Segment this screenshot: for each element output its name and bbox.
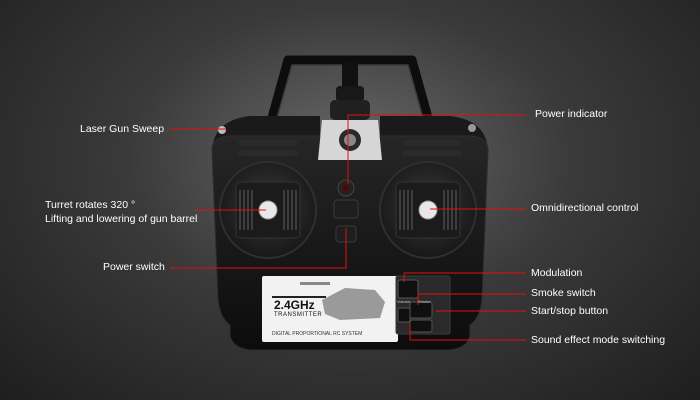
- callout-modulation: Modulation: [531, 267, 583, 279]
- control-buttons: [395, 275, 451, 335]
- right-gimbal: [379, 161, 477, 259]
- callout-omnidirectional-control: Omnidirectional control: [531, 202, 639, 214]
- volume-button-label: Volume: [397, 299, 411, 304]
- callout-lines: [170, 114, 526, 341]
- left-gimbal: [219, 161, 317, 259]
- callout-turret-rotates: Turret rotates 320 °: [45, 199, 136, 211]
- system-text: DIGITAL PROPORTIONAL RC SYSTEM: [272, 331, 363, 337]
- tank-image: [322, 288, 385, 320]
- callout-power-indicator: Power indicator: [535, 108, 608, 120]
- antenna: [330, 62, 370, 120]
- frequency-label: 2.4GHz: [274, 298, 315, 312]
- callout-smoke-switch: Smoke switch: [531, 287, 596, 299]
- laser-sweep-knob: [218, 126, 226, 134]
- callout-sound-effect-mode: Sound effect mode switching: [531, 334, 666, 346]
- callout-power-switch: Power switch: [103, 261, 165, 273]
- smoke-button-label: Smoke: [418, 299, 431, 304]
- center-switch: [333, 199, 359, 219]
- callout-start-stop-button: Start/stop button: [531, 305, 609, 317]
- transmitter-subtitle: TRANSMITTER: [274, 312, 323, 318]
- callout-gun-barrel: Lifting and lowering of gun barrel: [45, 213, 198, 225]
- callout-laser-gun-sweep: Laser Gun Sweep: [80, 123, 165, 135]
- carry-handle: [265, 55, 435, 127]
